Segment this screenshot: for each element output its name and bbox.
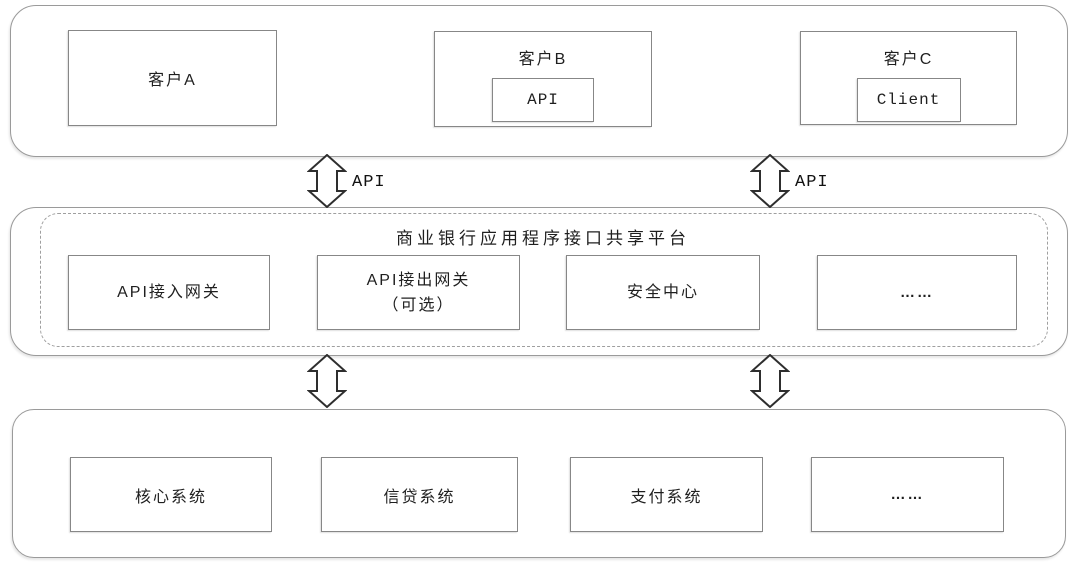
platform-box-security-center: 安全中心 bbox=[566, 255, 760, 330]
platform-box-label: …… bbox=[900, 284, 934, 301]
double-arrow-icon bbox=[750, 154, 790, 208]
platform-box-label: API接入网关 bbox=[117, 284, 221, 301]
customer-b-api-label: API bbox=[527, 91, 559, 109]
platform-box-ellipsis: …… bbox=[817, 255, 1017, 330]
api-link-label-left: API bbox=[352, 173, 386, 192]
backend-box-payment-system: 支付系统 bbox=[570, 457, 763, 532]
double-arrow-icon bbox=[307, 354, 347, 408]
platform-title: 商业银行应用程序接口共享平台 bbox=[396, 229, 690, 248]
backend-box-ellipsis: …… bbox=[811, 457, 1004, 532]
platform-box-api-outbound-gateway: API接出网关 （可选） bbox=[317, 255, 520, 330]
customer-b-box: 客户B API bbox=[434, 31, 652, 127]
api-link-label-right: API bbox=[795, 173, 829, 192]
double-arrow-icon bbox=[750, 354, 790, 408]
backend-box-label: 支付系统 bbox=[630, 488, 703, 506]
customer-c-label: 客户C bbox=[883, 51, 934, 68]
customer-a-box: 客户A bbox=[68, 30, 277, 126]
customer-c-client-box: Client bbox=[856, 78, 961, 122]
platform-dashed-frame bbox=[40, 213, 1048, 347]
double-arrow-icon bbox=[307, 154, 347, 208]
platform-box-label: 安全中心 bbox=[626, 284, 699, 301]
backend-box-label: 信贷系统 bbox=[383, 488, 456, 506]
customer-b-label: 客户B bbox=[518, 51, 568, 68]
customer-c-box: 客户C Client bbox=[800, 31, 1017, 125]
customer-c-client-label: Client bbox=[876, 91, 941, 109]
backend-box-credit-system: 信贷系统 bbox=[321, 457, 518, 532]
platform-box-label: API接出网关 bbox=[366, 271, 471, 289]
backend-box-core-system: 核心系统 bbox=[70, 457, 272, 532]
platform-box-sublabel: （可选） bbox=[382, 296, 455, 314]
customer-b-api-box: API bbox=[492, 78, 594, 122]
backend-box-label: …… bbox=[890, 486, 925, 503]
backend-box-label: 核心系统 bbox=[134, 488, 207, 506]
customer-a-label: 客户A bbox=[148, 72, 197, 89]
platform-box-api-inbound-gateway: API接入网关 bbox=[68, 255, 270, 330]
